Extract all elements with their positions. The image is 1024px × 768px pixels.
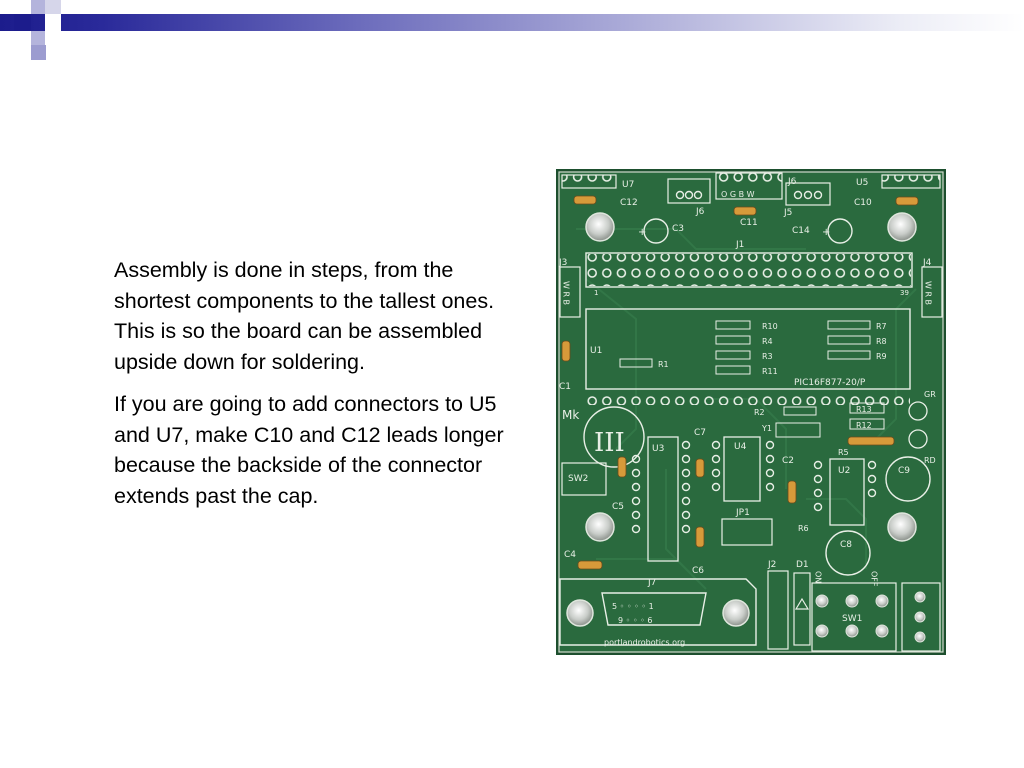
label-r2: R2: [754, 408, 765, 417]
label-r11: R11: [762, 367, 778, 376]
label-r5: R5: [838, 448, 849, 457]
slide-body-text: Assembly is done in steps, from the shor…: [114, 255, 514, 523]
connector-j7-outline: [559, 578, 757, 646]
label-pic: PIC16F877-20/P: [794, 378, 866, 388]
label-c7: C7: [694, 428, 706, 438]
switch-sw1: [811, 582, 897, 652]
label-c14: C14: [792, 226, 810, 236]
capacitor-c1: [561, 340, 571, 362]
label-pin-39: 39: [900, 289, 909, 297]
label-r6: R6: [798, 524, 809, 533]
label-c11: C11: [740, 218, 758, 228]
label-c9: C9: [898, 466, 910, 476]
label-j6: J6: [695, 207, 705, 217]
label-u7: U7: [622, 180, 634, 190]
capacitor-c11: [733, 206, 757, 216]
label-j3-pins: W R B: [562, 281, 571, 305]
label-pin-1: 1: [594, 289, 598, 297]
capacitor-c12: [573, 195, 597, 205]
label-c12: C12: [620, 198, 638, 208]
title-gradient-bar: [0, 14, 1024, 31]
label-r9: R9: [876, 352, 887, 361]
label-off: OFF: [870, 571, 879, 587]
chip-u3: [647, 436, 679, 562]
label-r8: R8: [876, 337, 887, 346]
switch-sw2: [561, 462, 607, 496]
chip-u2: [829, 458, 865, 526]
paragraph-connector-note: If you are going to add connectors to U5…: [114, 392, 504, 508]
label-sw1: SW1: [842, 614, 862, 624]
label-rd: RD: [924, 456, 936, 465]
capacitor-c4: [577, 560, 603, 570]
label-r13: R13: [856, 405, 872, 414]
label-c10: C10: [854, 198, 872, 208]
label-j5: J5: [783, 208, 792, 218]
label-u2: U2: [838, 466, 850, 476]
label-j4-pins: W R B: [924, 281, 933, 305]
label-on: ON: [814, 571, 823, 583]
label-j7: J7: [647, 578, 656, 588]
mounting-hole-top-left: [585, 212, 615, 242]
label-c3: C3: [672, 224, 684, 234]
label-c4: C4: [564, 550, 576, 560]
paragraph-assembly-steps: Assembly is done in steps, from the shor…: [114, 258, 495, 374]
mounting-hole-mid-left: [585, 512, 615, 542]
svg-text:+: +: [822, 227, 830, 238]
label-u4: U4: [734, 442, 747, 452]
label-r12: R12: [856, 421, 872, 430]
svg-text:III: III: [594, 428, 625, 458]
label-db9-bottom: 9 ◦ ◦ ◦ 6: [618, 616, 653, 625]
circuit-board-photo: U7 C12 J6 O G B W J6 J5 U5 C10 C11 + C3 …: [556, 169, 946, 655]
mounting-hole-bottom-left: [566, 599, 594, 627]
label-u1: U1: [590, 346, 602, 356]
label-c2: C2: [782, 456, 794, 466]
label-y1: Y1: [761, 424, 772, 433]
capacitor-c9-outline: [885, 456, 931, 502]
chip-u4: [723, 436, 761, 502]
label-r3: R3: [762, 352, 773, 361]
label-d1: D1: [796, 560, 809, 570]
mounting-hole-top-right: [887, 212, 917, 242]
label-c5: C5: [612, 502, 624, 512]
label-j3: J3: [558, 258, 567, 268]
label-j1: J1: [735, 240, 744, 250]
label-u3: U3: [652, 444, 664, 454]
corner-squares-decoration: [0, 0, 90, 70]
label-u5: U5: [856, 178, 868, 188]
mounting-hole-mid-right: [887, 512, 917, 542]
svg-text:+: +: [638, 227, 646, 238]
label-c1: C1: [559, 382, 571, 392]
label-servo-pins: O G B W: [721, 190, 755, 199]
label-r1: R1: [658, 360, 669, 369]
capacitor-c8-outline: [825, 530, 871, 576]
label-c6: C6: [692, 566, 704, 576]
label-r10: R10: [762, 322, 778, 331]
label-j6b: J6: [787, 177, 797, 187]
capacitor-c5-body: [617, 456, 627, 478]
label-mk: Mk: [562, 408, 579, 422]
mic-outline: [583, 406, 645, 468]
label-j4: J4: [922, 258, 932, 268]
mounting-hole-bottom-center: [722, 599, 750, 627]
label-r4: R4: [762, 337, 773, 346]
label-j2: J2: [767, 560, 776, 570]
label-db9-top: 5 ◦ ◦ ◦ ◦ 1: [612, 602, 654, 611]
db9-shell: [601, 592, 707, 626]
label-c8: C8: [840, 540, 852, 550]
label-jp1: JP1: [735, 508, 750, 518]
label-sw2: SW2: [568, 474, 588, 484]
capacitor-c10: [895, 196, 919, 206]
label-gr: GR: [924, 390, 936, 399]
label-r7: R7: [876, 322, 887, 331]
led-green-outline: [908, 401, 928, 421]
led-red-outline: [908, 429, 928, 449]
header-j1: [585, 252, 913, 288]
label-url: portlandrobotics.org: [604, 638, 685, 647]
chip-u1-outline: [585, 308, 911, 390]
